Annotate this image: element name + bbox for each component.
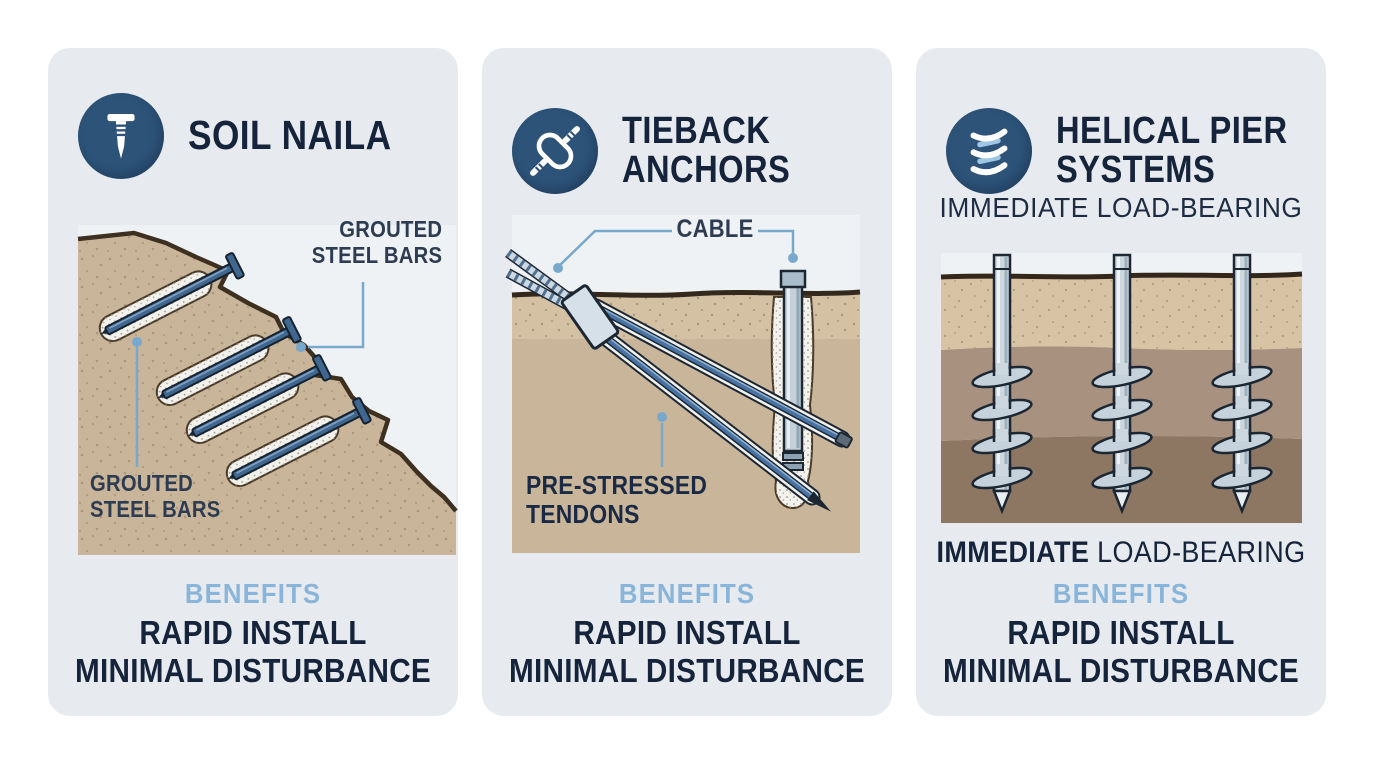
panel-title-line: ANCHORS — [622, 149, 791, 192]
soil-nail — [185, 354, 332, 445]
panel-soil-nails: SOIL NAILA — [48, 48, 458, 716]
load-bearing-rest: LOAD-BEARING — [1089, 536, 1306, 569]
benefits-heading: BENEFITS — [184, 578, 322, 609]
panel-title-line: HELICAL PIER — [1056, 109, 1288, 152]
benefit-item: RAPID INSTALL — [1007, 614, 1235, 651]
benefits-block: BENEFITS RAPID INSTALL MINIMAL DISTURBAN… — [482, 578, 892, 691]
cable-anchor-icon — [512, 108, 598, 195]
soil-nail — [98, 252, 245, 343]
leader-line — [758, 229, 795, 253]
tendon-lower — [583, 318, 831, 512]
panel-header: TIEBACK ANCHORS — [512, 80, 878, 223]
leader-dot — [132, 337, 142, 347]
benefit-item: RAPID INSTALL — [573, 614, 801, 651]
soil-nails-diagram: GROUTED STEEL BARS GROUTED STEEL BARS — [77, 216, 458, 555]
helical-piers-diagram — [940, 253, 1303, 523]
label-pre-stressed-tendons: PRE-STRESSED TENDONS — [526, 470, 708, 530]
panel-header: SOIL NAILA — [78, 80, 444, 191]
benefit-item: MINIMAL DISTURBANCE — [508, 652, 866, 690]
leader-line — [559, 229, 672, 266]
panel-title-line: SYSTEMS — [1056, 149, 1216, 192]
benefit-item: MINIMAL DISTURBANCE — [942, 652, 1300, 690]
helix-icon — [946, 108, 1032, 195]
label-grouted-steel-bars-bottom: GROUTED STEEL BARS — [90, 470, 221, 522]
label-grouted-steel-bars-top: GROUTED STEEL BARS — [311, 216, 442, 268]
leader-line — [308, 282, 365, 349]
panel-title-line: TIEBACK — [622, 109, 771, 152]
tieback-anchors-diagram: CABLE PRE-STRESSED TENDONS — [505, 215, 861, 553]
benefits-block: BENEFITS RAPID INSTALL MINIMAL DISTURBAN… — [48, 578, 458, 691]
benefits-heading: BENEFITS — [618, 578, 756, 609]
soil-nail — [155, 316, 302, 407]
panel-title: HELICAL PIER SYSTEMS — [1056, 109, 1288, 192]
benefit-item: RAPID INSTALL — [139, 614, 367, 651]
soil-nail — [225, 397, 372, 488]
nail-icon — [78, 92, 164, 179]
load-bearing-note: IMMEDIATE LOAD-BEARING — [937, 536, 1306, 570]
benefits-heading: BENEFITS — [1052, 578, 1190, 609]
panel-header: HELICAL PIER SYSTEMS — [946, 80, 1312, 223]
panel-subtitle: IMMEDIATE LOAD-BEARING — [939, 192, 1303, 223]
label-cable: CABLE — [676, 215, 754, 243]
benefit-item: MINIMAL DISTURBANCE — [74, 652, 432, 690]
tendon-upper — [587, 298, 853, 449]
panel-title: SOIL NAILA — [188, 112, 392, 159]
leader-dot — [788, 253, 798, 263]
leader-dot — [657, 412, 667, 422]
leader-dot — [553, 263, 563, 273]
panel-helical-pier-systems: HELICAL PIER SYSTEMS IMMEDIATE LOAD-BEAR… — [916, 48, 1326, 716]
benefits-block: BENEFITS RAPID INSTALL MINIMAL DISTURBAN… — [916, 578, 1326, 691]
panel-title-line: SOIL NAILA — [188, 112, 392, 159]
load-bearing-emphasis: IMMEDIATE — [936, 536, 1090, 569]
leader-dot — [296, 342, 306, 352]
panel-tieback-anchors: TIEBACK ANCHORS — [482, 48, 892, 716]
panel-title: TIEBACK ANCHORS — [622, 109, 791, 192]
